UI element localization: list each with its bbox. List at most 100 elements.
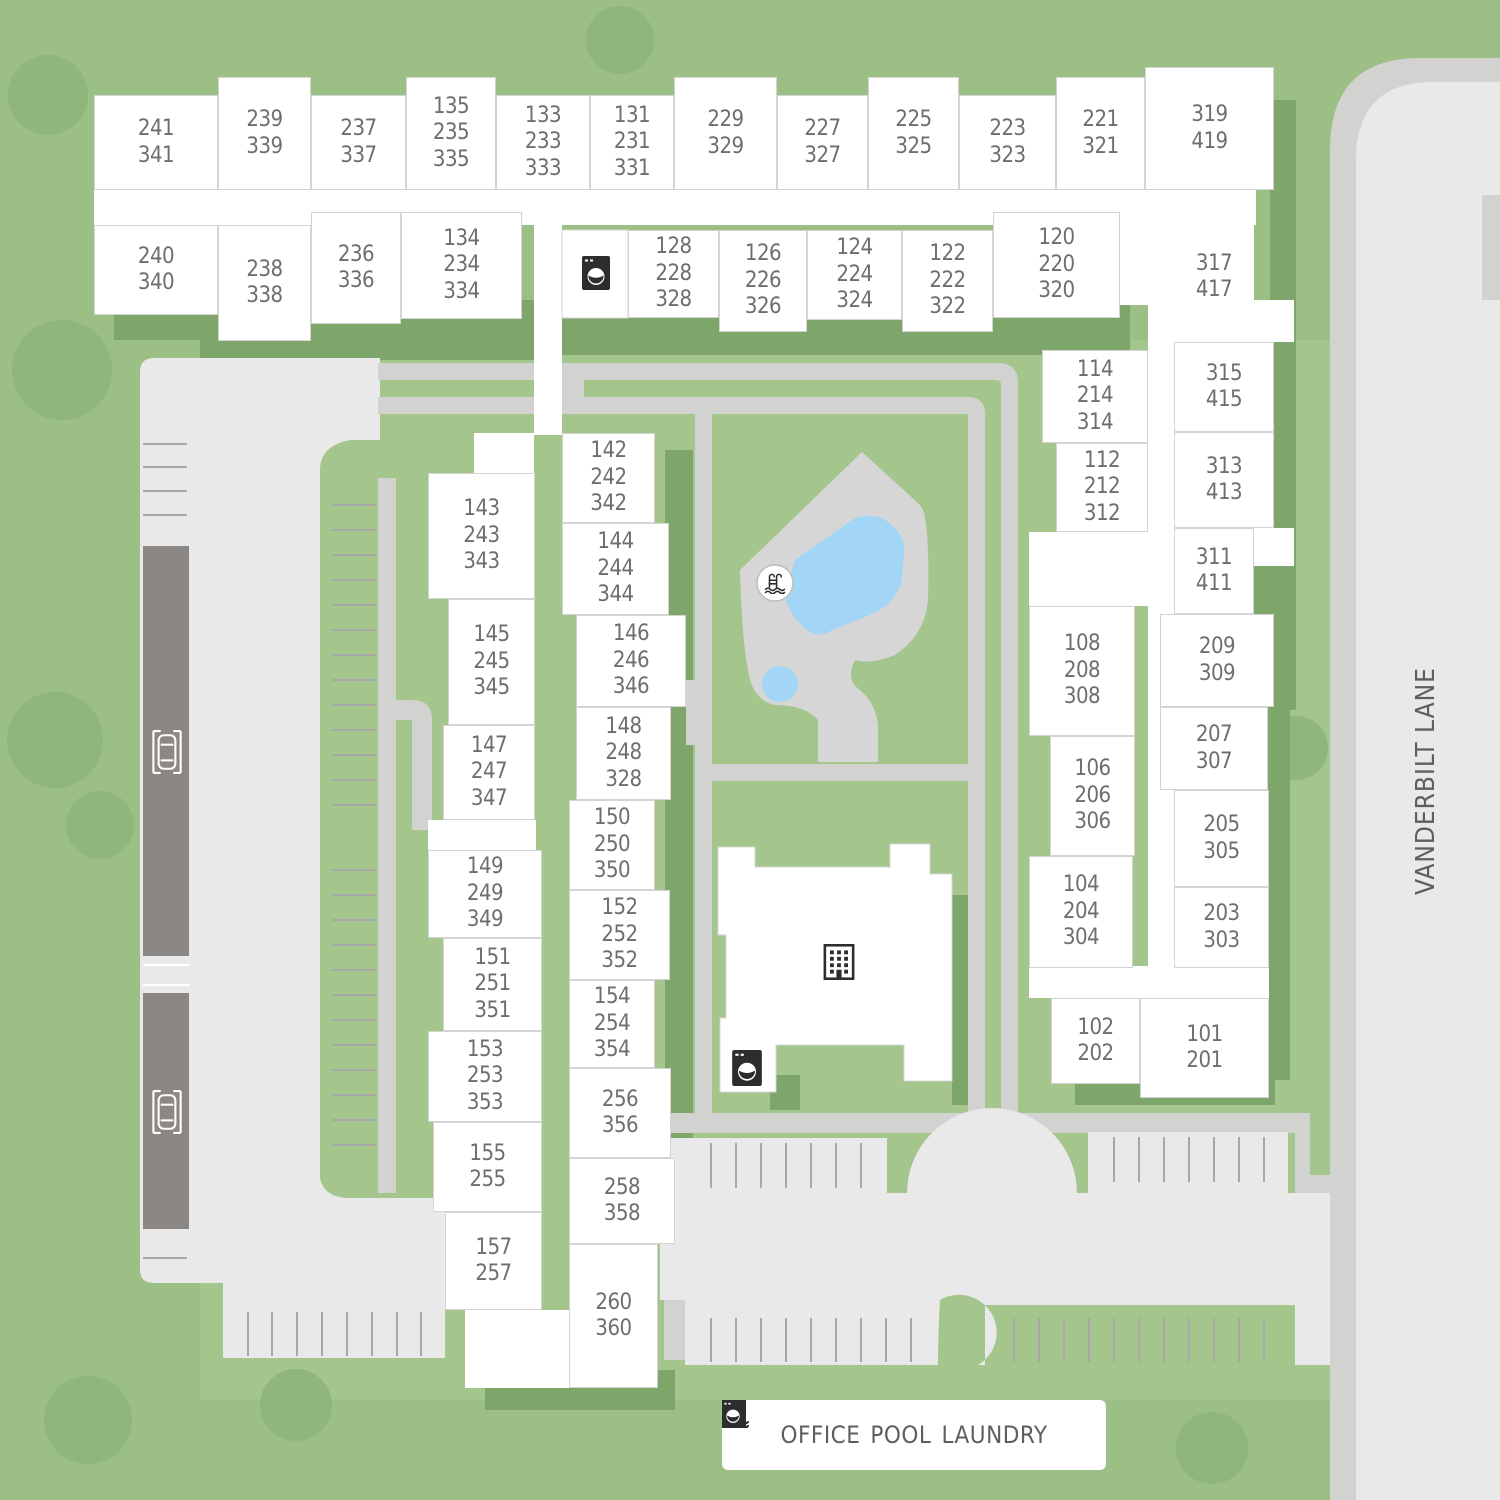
unit-number: 238 338 (246, 256, 283, 309)
unit-101-201[interactable]: 101 201 (1140, 998, 1269, 1098)
unit-135-235-335[interactable]: 135 235 335 (406, 77, 496, 190)
unit-120-220-320[interactable]: 120 220 320 (993, 212, 1120, 318)
unit-225-325[interactable]: 225 325 (868, 77, 959, 190)
unit-238-338[interactable]: 238 338 (218, 225, 311, 341)
unit-number: 145 245 345 (473, 622, 510, 701)
unit-317-417[interactable]: 317 417 (1174, 212, 1254, 342)
unit-229-329[interactable]: 229 329 (674, 77, 777, 190)
unit-number: 144 244 344 (597, 529, 634, 608)
unit-number: 205 305 (1203, 812, 1240, 864)
unit-122-222-322[interactable]: 122 222 322 (902, 230, 993, 332)
vanderbilt-road (1330, 58, 1500, 1500)
unit-number: 149 249 349 (466, 854, 504, 933)
unit-223-323[interactable]: 223 323 (959, 95, 1056, 190)
unit-number: 236 336 (337, 241, 375, 294)
unit-207-307[interactable]: 207 307 (1160, 707, 1268, 790)
unit-number: 315 415 (1205, 360, 1243, 413)
unit-157-257[interactable]: 157 257 (445, 1212, 542, 1310)
unit-number: 147 247 347 (470, 732, 508, 811)
street-name-text: VANDERBILT LANE (1411, 667, 1442, 895)
unit-number: 114 214 314 (1076, 356, 1114, 435)
unit-number: 120 220 320 (1038, 225, 1075, 304)
unit-152-252-352[interactable]: 152 252 352 (569, 890, 670, 980)
unit-number: 239 339 (246, 107, 283, 159)
laundry-icon-north (582, 256, 610, 290)
unit-150-250-350[interactable]: 150 250 350 (569, 800, 655, 890)
unit-number: 124 224 324 (836, 235, 873, 314)
unit-151-251-351[interactable]: 151 251 351 (443, 938, 542, 1031)
unit-221-321[interactable]: 221 321 (1056, 77, 1145, 190)
unit-number: 104 204 304 (1062, 872, 1100, 951)
unit-number: 237 337 (340, 116, 377, 168)
unit-106-206-306[interactable]: 106 206 306 (1050, 736, 1135, 856)
unit-209-309[interactable]: 209 309 (1160, 614, 1274, 707)
unit-144-244-344[interactable]: 144 244 344 (562, 523, 669, 615)
legend-laundry-label: LAUNDRY (941, 1421, 1048, 1449)
unit-104-204-304[interactable]: 104 204 304 (1029, 856, 1133, 968)
unit-154-254-354[interactable]: 154 254 354 (569, 980, 655, 1068)
unit-134-234-334[interactable]: 134 234 334 (401, 212, 522, 319)
unit-number: 311 411 (1195, 544, 1233, 597)
unit-number: 151 251 351 (474, 944, 511, 1023)
legend-office: OFFICE (722, 1400, 861, 1449)
unit-143-243-343[interactable]: 143 243 343 (428, 473, 535, 599)
unit-147-247-347[interactable]: 147 247 347 (443, 725, 535, 820)
unit-128-228-328[interactable]: 128 228 328 (628, 230, 719, 318)
unit-203-303[interactable]: 203 303 (1174, 887, 1269, 968)
unit-258-358[interactable]: 258 358 (569, 1158, 675, 1244)
unit-142-242-342[interactable]: 142 242 342 (562, 433, 655, 523)
unit-number: 203 303 (1203, 901, 1240, 953)
unit-number: 126 226 326 (744, 241, 782, 320)
unit-240-340[interactable]: 240 340 (94, 225, 218, 315)
unit-number: 229 329 (707, 107, 744, 159)
legend-office-label: OFFICE (780, 1421, 861, 1449)
walkways (378, 363, 1330, 1360)
unit-108-208-308[interactable]: 108 208 308 (1029, 606, 1135, 736)
unit-149-249-349[interactable]: 149 249 349 (428, 850, 542, 938)
unit-number: 133 233 333 (524, 102, 562, 181)
unit-153-253-353[interactable]: 153 253 353 (428, 1031, 542, 1122)
unit-number: 157 257 (475, 1234, 512, 1287)
unit-number: 152 252 352 (601, 895, 638, 974)
unit-236-336[interactable]: 236 336 (311, 212, 401, 324)
unit-number: 256 356 (601, 1086, 639, 1139)
south-parking-lot (660, 1108, 1330, 1365)
unit-number: 207 307 (1195, 722, 1233, 774)
unit-number: 209 309 (1198, 634, 1236, 686)
legend-pool: POOL (723, 1402, 931, 1449)
unit-227-327[interactable]: 227 327 (777, 95, 868, 190)
unit-313-413[interactable]: 313 413 (1174, 432, 1274, 528)
unit-260-360[interactable]: 260 360 (569, 1244, 658, 1388)
unit-number: 227 327 (804, 116, 841, 168)
unit-315-415[interactable]: 315 415 (1174, 342, 1274, 432)
unit-319-419[interactable]: 319 419 (1145, 67, 1274, 190)
unit-number: 148 248 328 (605, 713, 642, 792)
unit-131-231-331[interactable]: 131 231 331 (590, 95, 674, 190)
unit-number: 225 325 (895, 107, 932, 159)
unit-241-341[interactable]: 241 341 (94, 95, 218, 190)
unit-237-337[interactable]: 237 337 (311, 95, 406, 190)
unit-number: 101 201 (1186, 1021, 1223, 1074)
unit-256-356[interactable]: 256 356 (569, 1068, 671, 1158)
unit-239-339[interactable]: 239 339 (218, 77, 311, 190)
unit-311-411[interactable]: 311 411 (1174, 528, 1254, 614)
unit-112-212-312[interactable]: 112 212 312 (1056, 443, 1148, 532)
unit-155-255[interactable]: 155 255 (433, 1122, 542, 1212)
legend-laundry: LAUNDRY (722, 1400, 1048, 1449)
unit-148-248-328[interactable]: 148 248 328 (576, 707, 671, 800)
unit-205-305[interactable]: 205 305 (1174, 790, 1269, 887)
unit-number: 154 254 354 (593, 984, 631, 1063)
unit-126-226-326[interactable]: 126 226 326 (719, 230, 807, 332)
unit-number: 313 413 (1205, 453, 1243, 506)
unit-146-246-346[interactable]: 146 246 346 (576, 615, 686, 707)
unit-number: 135 235 335 (432, 93, 470, 172)
unit-number: 223 323 (989, 116, 1026, 168)
unit-number: 108 208 308 (1063, 631, 1101, 710)
unit-102-202[interactable]: 102 202 (1051, 998, 1140, 1084)
unit-124-224-324[interactable]: 124 224 324 (807, 230, 902, 320)
unit-number: 317 417 (1195, 250, 1233, 303)
unit-114-214-314[interactable]: 114 214 314 (1042, 350, 1148, 443)
unit-133-233-333[interactable]: 133 233 333 (496, 95, 590, 190)
unit-number: 241 341 (137, 116, 175, 168)
unit-145-245-345[interactable]: 145 245 345 (448, 599, 535, 725)
